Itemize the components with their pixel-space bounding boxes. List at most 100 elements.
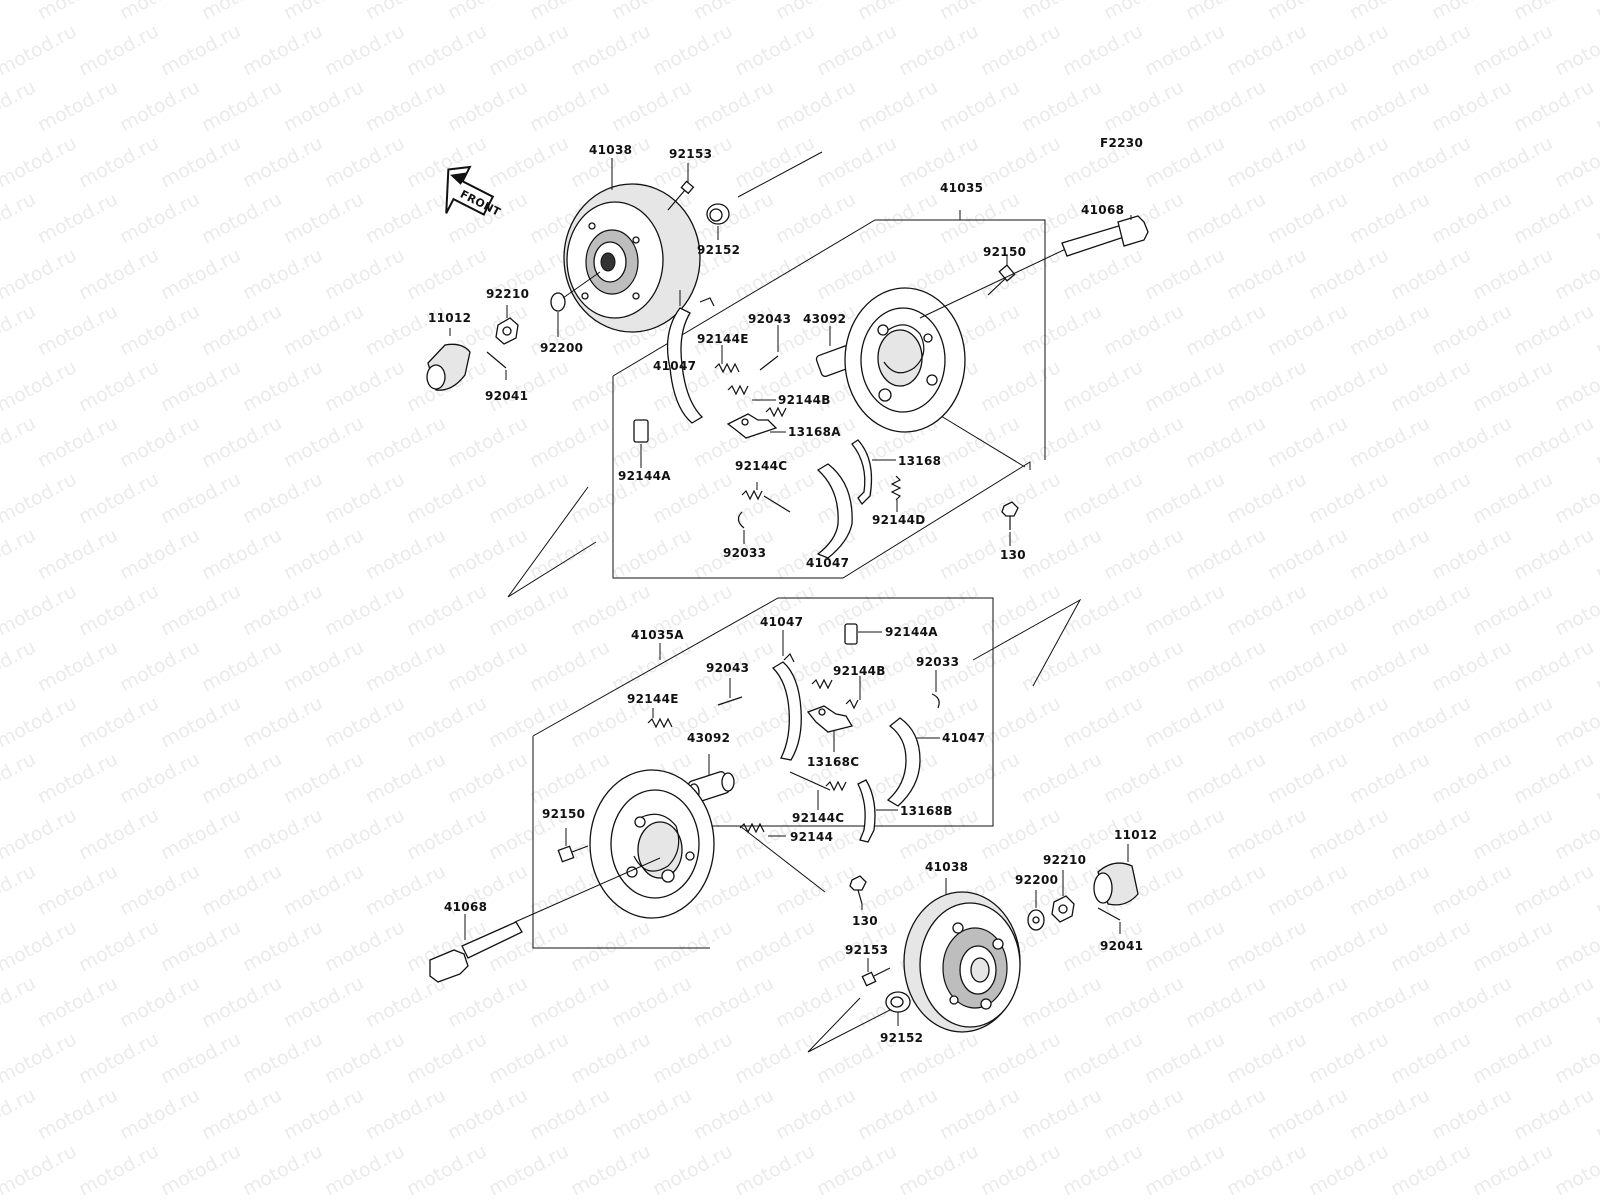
watermark-text: motod.ru (0, 356, 80, 416)
watermark-text: motod.ru (1264, 860, 1351, 920)
watermark-text: motod.ru (1141, 20, 1228, 80)
watermark-text: motod.ru (1428, 412, 1515, 472)
watermark-text: motod.ru (1305, 356, 1392, 416)
watermark-text: motod.ru (1182, 0, 1269, 24)
watermark-text: motod.ru (1264, 972, 1351, 1032)
label-92150-lower: 92150 (542, 807, 585, 821)
watermark-text: motod.ru (34, 860, 121, 920)
watermark-text: motod.ru (854, 76, 941, 136)
watermark-text: motod.ru (1387, 356, 1474, 416)
clip-92033-upper (737, 511, 745, 544)
watermark-text: motod.ru (0, 20, 80, 80)
watermark-text: motod.ru (321, 20, 408, 80)
label-92144a-lower: 92144A (885, 625, 938, 639)
watermark-text: motod.ru (0, 300, 39, 360)
watermark-text: motod.ru (690, 188, 777, 248)
watermark-text: motod.ru (239, 692, 326, 752)
watermark-text: motod.ru (485, 356, 572, 416)
watermark-text: motod.ru (444, 972, 531, 1032)
label-41068-lower: 41068 (444, 900, 487, 914)
watermark-text: motod.ru (280, 636, 367, 696)
watermark-text: motod.ru (1305, 580, 1392, 640)
part-labels: F2230 41038 92153 92152 41035 41068 9215… (428, 136, 1157, 1045)
label-13168a-upper: 13168A (788, 425, 841, 439)
watermark-text: motod.ru (526, 0, 613, 24)
pin-92041-lower (1097, 907, 1121, 934)
spring-92043-lower (717, 678, 743, 706)
backing-plate-lower (589, 769, 715, 919)
watermark-text: motod.ru (649, 1028, 736, 1088)
label-92041-lower: 92041 (1100, 939, 1143, 953)
watermark-text: motod.ru (690, 0, 777, 24)
label-92153-upper: 92153 (669, 147, 712, 161)
watermark-text: motod.ru (116, 524, 203, 584)
watermark-text: motod.ru (649, 916, 736, 976)
watermark-text: motod.ru (1223, 804, 1310, 864)
watermark-text: motod.ru (1059, 468, 1146, 528)
watermark-text: motod.ru (1551, 356, 1600, 416)
axle-41068-lower (429, 857, 661, 983)
watermark-text: motod.ru (157, 468, 244, 528)
watermark-text: motod.ru (34, 188, 121, 248)
watermark-text: motod.ru (1428, 188, 1515, 248)
washer-92200-upper (550, 271, 601, 337)
watermark-text: motod.ru (485, 132, 572, 192)
watermark-text: motod.ru (854, 524, 941, 584)
watermark-text: motod.ru (567, 132, 654, 192)
watermark-text: motod.ru (198, 0, 285, 24)
watermark-text: motod.ru (1469, 1140, 1556, 1200)
watermark-text: motod.ru (1100, 972, 1187, 1032)
watermark-text: motod.ru (1141, 356, 1228, 416)
label-11012-lower: 11012 (1114, 828, 1157, 842)
watermark-text: motod.ru (403, 132, 490, 192)
watermark-text: motod.ru (1387, 580, 1474, 640)
watermark-text: motod.ru (239, 468, 326, 528)
watermark-text: motod.ru (1510, 524, 1597, 584)
watermark-text: motod.ru (1346, 188, 1433, 248)
watermark-text: motod.ru (1346, 76, 1433, 136)
watermark-text: motod.ru (813, 1140, 900, 1200)
watermark-text: motod.ru (1223, 468, 1310, 528)
watermark-text: motod.ru (1182, 636, 1269, 696)
adjuster-13168c-lower (806, 705, 854, 752)
watermark-text: motod.ru (75, 692, 162, 752)
watermark-text: motod.ru (1592, 1084, 1600, 1144)
watermark-text: motod.ru (936, 76, 1023, 136)
watermark-text: motod.ru (895, 1140, 982, 1200)
pin-92041-upper (486, 351, 507, 380)
watermark-text: motod.ru (444, 0, 531, 24)
watermark-text: motod.ru (0, 916, 80, 976)
watermark-text: motod.ru (526, 972, 613, 1032)
watermark-text: motod.ru (1264, 1084, 1351, 1144)
watermark-text: motod.ru (977, 1140, 1064, 1200)
watermark-text: motod.ru (1346, 524, 1433, 584)
label-92144b-upper: 92144B (778, 393, 831, 407)
watermark-text: motod.ru (1387, 468, 1474, 528)
watermark-text: motod.ru (1018, 1084, 1105, 1144)
label-92043-upper: 92043 (748, 312, 791, 326)
label-92144e-lower: 92144E (627, 692, 679, 706)
watermark-text: motod.ru (239, 1140, 326, 1200)
watermark-text: motod.ru (1551, 692, 1600, 752)
watermark-text: motod.ru (0, 748, 39, 808)
watermark-text: motod.ru (75, 1028, 162, 1088)
watermark-text: motod.ru (321, 468, 408, 528)
watermark-text: motod.ru (772, 1084, 859, 1144)
watermark-text: motod.ru (34, 76, 121, 136)
watermark-text: motod.ru (157, 1028, 244, 1088)
label-92200-lower: 92200 (1015, 873, 1058, 887)
brake-shoe-41047-lower-top (771, 630, 802, 761)
label-92041-upper: 92041 (485, 389, 528, 403)
watermark-text: motod.ru (1428, 860, 1515, 920)
watermark-text: motod.ru (1510, 1084, 1597, 1144)
label-92144d-upper: 92144D (872, 513, 926, 527)
brake-drum-upper (563, 158, 701, 333)
watermark-text: motod.ru (485, 468, 572, 528)
watermark-text: motod.ru (198, 1084, 285, 1144)
watermark-text: motod.ru (1141, 580, 1228, 640)
watermark-text: motod.ru (1551, 580, 1600, 640)
label-92144c-lower: 92144C (792, 811, 844, 825)
spring-92144e-lower (647, 708, 673, 729)
watermark-text: motod.ru (321, 356, 408, 416)
